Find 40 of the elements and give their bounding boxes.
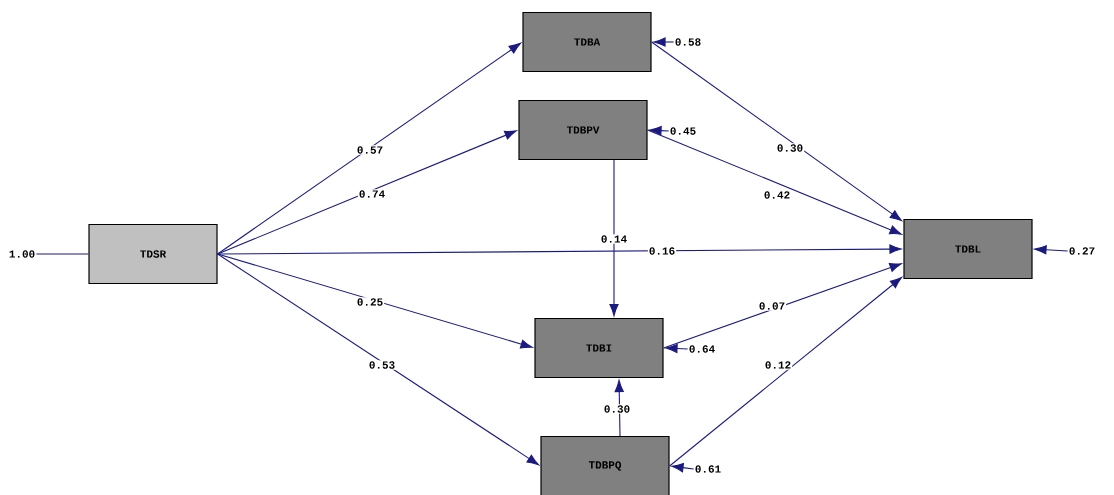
variable-box: TDBL: [903, 218, 1033, 280]
path-arrow: [217, 253, 539, 466]
coefficient-label: 0.30: [775, 143, 805, 153]
path-arrow: [614, 379, 624, 437]
path-arrow: [653, 37, 675, 47]
path-arrow: [1034, 245, 1069, 255]
path-arrow: [671, 463, 695, 473]
path-arrow: [217, 244, 902, 255]
path-line: [35, 253, 89, 255]
coefficient-label: 0.25: [355, 297, 385, 307]
path-arrow: [217, 253, 533, 349]
path-arrow: [649, 126, 670, 136]
variable-box: TDBPQ: [540, 435, 670, 495]
coefficient-label: 0.30: [602, 404, 632, 414]
coefficient-label: 0.12: [763, 360, 793, 370]
path-arrow: [665, 343, 689, 354]
error-value: 0.58: [675, 38, 701, 46]
coefficient-label: 0.57: [355, 145, 385, 155]
variable-box: TDSR: [88, 223, 218, 285]
variable-box: TDBPV: [518, 99, 648, 161]
variable-box: TDBI: [534, 317, 664, 379]
coefficient-label: 0.16: [647, 246, 677, 256]
coefficient-label: 0.74: [357, 189, 387, 199]
path-arrow: [669, 276, 903, 467]
path-arrow: [217, 42, 521, 255]
path-arrow: [651, 41, 902, 222]
error-value: 0.61: [695, 465, 721, 473]
coefficient-label: 0.07: [757, 301, 787, 311]
path-arrow: [217, 130, 517, 255]
error-value: 1.00: [9, 250, 35, 258]
error-value: 0.27: [1069, 247, 1095, 255]
path-arrow: [647, 129, 902, 235]
variable-box: TDBA: [522, 11, 652, 73]
error-value: 0.64: [689, 345, 715, 353]
error-value: 0.45: [670, 127, 696, 135]
path-arrow: [663, 263, 902, 349]
coefficient-label: 0.14: [599, 234, 629, 244]
path-arrow: [609, 159, 619, 317]
coefficient-label: 0.53: [367, 360, 397, 370]
coefficient-label: 0.42: [762, 190, 792, 200]
